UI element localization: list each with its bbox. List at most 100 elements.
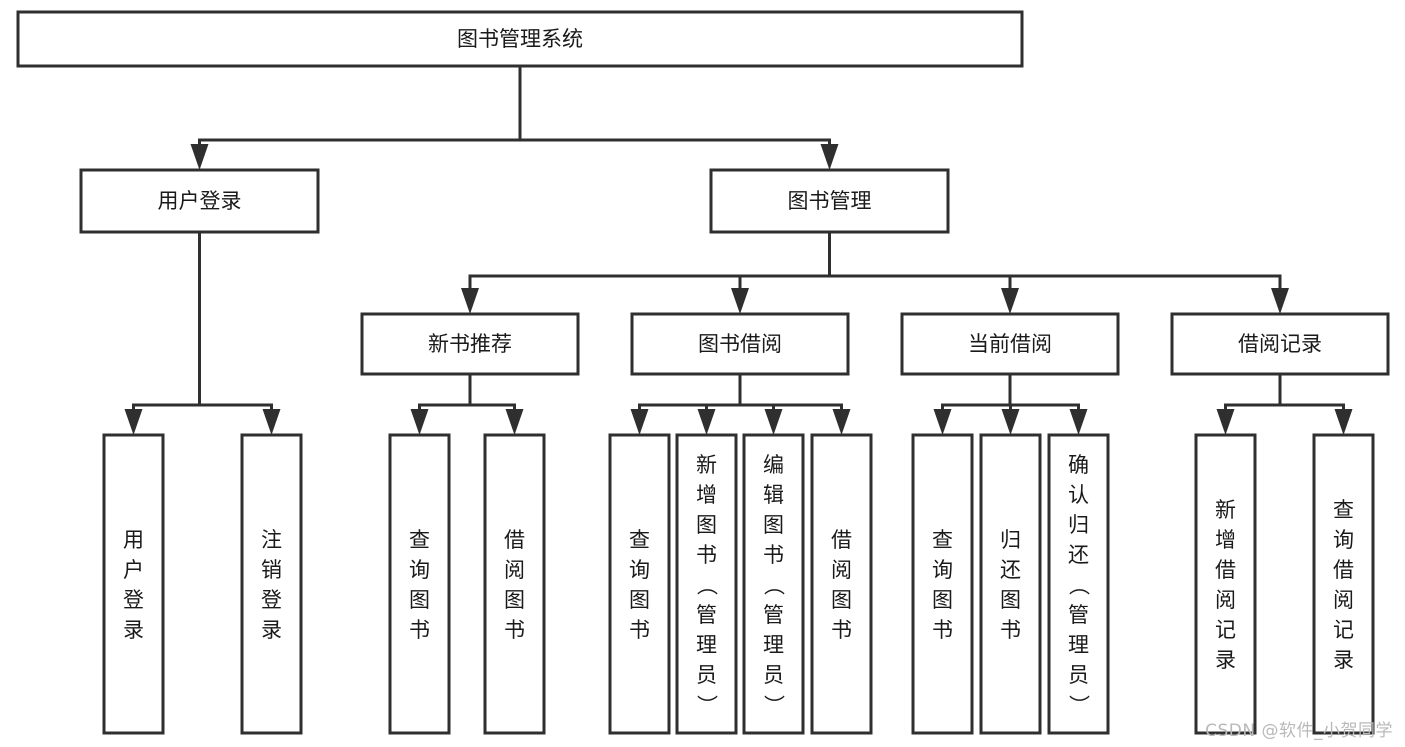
node-label-char: 阅 — [831, 558, 852, 582]
node-label-char: 查 — [409, 528, 430, 552]
node-label-char: 新 — [696, 453, 717, 477]
arrow-head-icon — [697, 409, 716, 435]
node-label-char: 注 — [261, 528, 282, 552]
node-label: 图书管理 — [788, 189, 872, 213]
node-label-char: 书 — [409, 618, 430, 642]
arrow-head-icon — [505, 409, 524, 435]
node-box[interactable] — [630, 312, 850, 376]
node-box[interactable] — [900, 312, 1120, 376]
node-label-char: 询 — [1333, 528, 1354, 552]
node-user-login-do[interactable]: 用户登录 — [102, 433, 165, 735]
node-box[interactable] — [742, 433, 805, 735]
node-label-char: 归 — [1000, 528, 1021, 552]
node-label-char: 询 — [932, 558, 953, 582]
node-box[interactable] — [1194, 433, 1257, 735]
node-label-char: 借 — [504, 528, 525, 552]
node-box[interactable] — [675, 433, 738, 735]
node-label: 借阅记录 — [1238, 332, 1322, 356]
node-label-char: （ — [762, 575, 786, 596]
node-box[interactable] — [240, 433, 303, 735]
node-box[interactable] — [483, 433, 546, 735]
node-label: 当前借阅 — [968, 332, 1052, 356]
arrow-head-icon — [1271, 288, 1289, 314]
node-label-char: 阅 — [504, 558, 525, 582]
node-box[interactable] — [360, 312, 580, 376]
node-label-char: 图 — [629, 588, 650, 612]
node-label-char: 书 — [831, 618, 852, 642]
node-box[interactable] — [388, 433, 451, 735]
arrow-head-icon — [461, 288, 479, 314]
node-label-char: 图 — [932, 588, 953, 612]
arrow-head-icon — [124, 409, 143, 435]
arrow-head-icon — [190, 144, 209, 170]
node-label-char: 认 — [1068, 483, 1089, 507]
node-box[interactable] — [1170, 312, 1390, 376]
node-label-char: 还 — [1068, 543, 1089, 567]
node-box[interactable] — [79, 168, 320, 234]
node-label-char: 管 — [1068, 603, 1089, 627]
node-label-char: 图 — [831, 588, 852, 612]
node-label-char: 图 — [763, 513, 784, 537]
node-box[interactable] — [709, 168, 950, 234]
node-book-manage[interactable]: 图书管理 — [709, 168, 950, 234]
node-box[interactable] — [979, 433, 1042, 735]
node-label-char: 员 — [696, 663, 717, 687]
node-label-char: 记 — [1215, 618, 1236, 642]
node-new-book-recommend[interactable]: 新书推荐 — [360, 312, 580, 376]
node-box[interactable] — [911, 433, 974, 735]
node-label-char: 录 — [261, 618, 282, 642]
node-label-char: 图 — [696, 513, 717, 537]
node-label-char: 员 — [763, 663, 784, 687]
arrow-head-icon — [832, 409, 851, 435]
node-box[interactable] — [608, 433, 671, 735]
node-label-char: 借 — [831, 528, 852, 552]
node-label-char: 归 — [1068, 513, 1089, 537]
node-label-char: 新 — [1215, 498, 1236, 522]
node-label-char: 查 — [629, 528, 650, 552]
node-label-char: 员 — [1068, 663, 1089, 687]
node-root[interactable]: 图书管理系统 — [16, 10, 1024, 68]
node-user-login[interactable]: 用户登录 — [79, 168, 320, 234]
node-box[interactable] — [1312, 433, 1375, 735]
node-box[interactable] — [102, 433, 165, 735]
node-label-char: 确 — [1068, 453, 1089, 477]
arrow-head-icon — [630, 409, 649, 435]
node-label-char: 还 — [1000, 558, 1021, 582]
node-label: 用户登录 — [158, 189, 242, 213]
node-book-borrow[interactable]: 图书借阅 — [630, 312, 850, 376]
node-label-char: 书 — [629, 618, 650, 642]
node-label-char: ） — [762, 695, 786, 716]
node-borrow-record[interactable]: 借阅记录 — [1170, 312, 1390, 376]
node-label: 图书管理系统 — [457, 27, 583, 51]
node-label-char: 书 — [504, 618, 525, 642]
node-label-char: 书 — [1000, 618, 1021, 642]
node-label-char: 编 — [763, 453, 784, 477]
node-label-char: 销 — [261, 558, 282, 582]
node-label-char: 图 — [409, 588, 430, 612]
node-box[interactable] — [810, 433, 873, 735]
node-box[interactable] — [1047, 433, 1110, 735]
node-label-char: 用 — [123, 528, 144, 552]
node-label-char: 录 — [1215, 648, 1236, 672]
node-label-char: 图 — [1000, 588, 1021, 612]
watermark-text: CSDN @软件_小贺同学 — [1205, 721, 1393, 741]
node-label-char: 理 — [763, 633, 784, 657]
node-label-char: 理 — [696, 633, 717, 657]
node-current-borrow[interactable]: 当前借阅 — [900, 312, 1120, 376]
node-box[interactable] — [16, 10, 1024, 68]
arrow-head-icon — [1001, 288, 1019, 314]
